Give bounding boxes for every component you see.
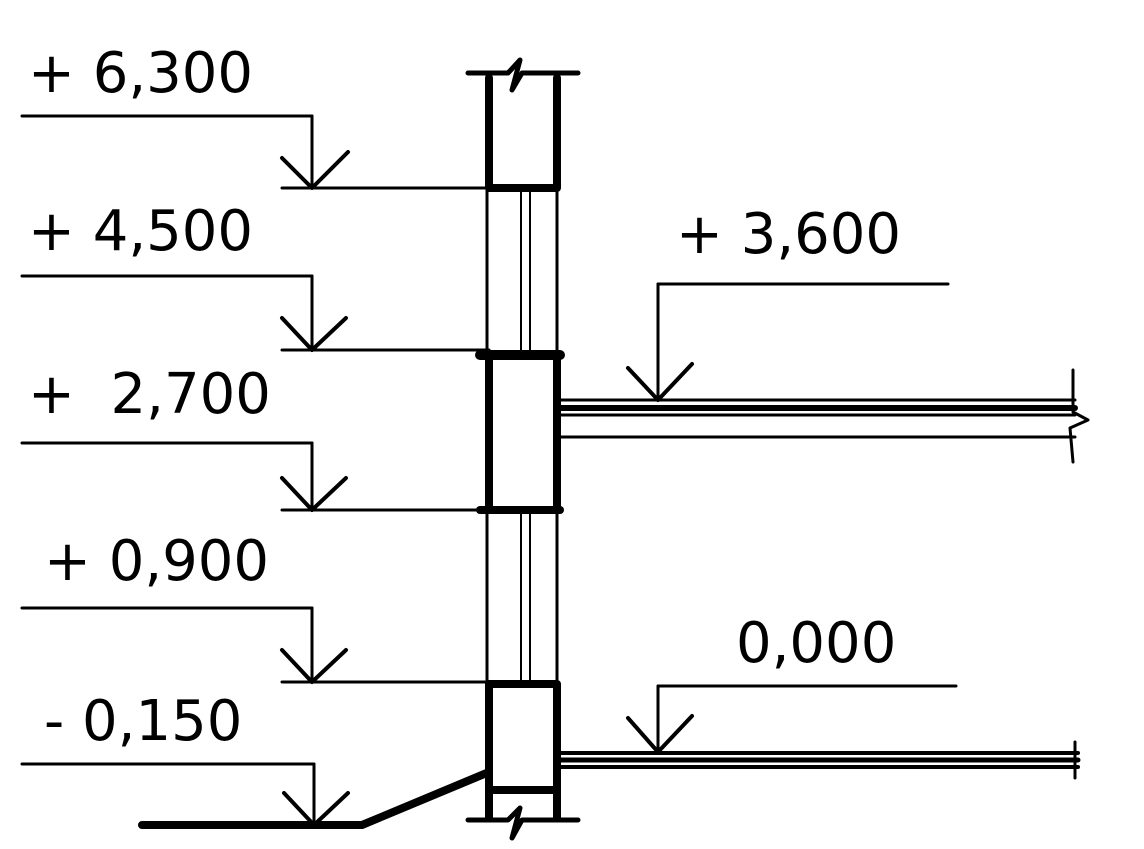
sill-block <box>485 680 561 822</box>
elevation-label-0900: + 0,900 <box>44 529 269 594</box>
elevation-mark-0000: 0,000 <box>626 611 958 754</box>
elevation-label-0000: 0,000 <box>736 611 896 676</box>
lintel-block <box>485 351 561 514</box>
elevation-label-3600: + 3,600 <box>676 202 901 267</box>
elevation-label-4500: + 4,500 <box>28 199 253 264</box>
wall-top-break <box>465 57 581 93</box>
elevation-arrow-0000 <box>626 714 694 754</box>
elevation-mark-neg0150: - 0,150 <box>20 689 350 827</box>
elevation-mark-6300: + 6,300 <box>20 41 491 190</box>
wall-pier-top <box>485 74 561 192</box>
elevation-mark-0900: + 0,900 <box>20 529 491 684</box>
elevation-arrow-4500 <box>280 316 348 352</box>
exterior-ground <box>138 768 493 829</box>
elevation-label-neg0150: - 0,150 <box>44 689 242 754</box>
slab-upper-break <box>1068 368 1090 464</box>
elevation-label-6300: + 6,300 <box>28 41 253 106</box>
elevation-arrow-neg0150 <box>282 791 350 827</box>
elevation-mark-4500: + 4,500 <box>20 199 491 352</box>
elevation-arrow-6300 <box>280 150 350 190</box>
elevation-label-2700: + 2,700 <box>28 362 271 427</box>
ground-line <box>138 768 493 829</box>
elevation-mark-2700: + 2,700 <box>20 362 491 512</box>
elevation-arrow-0900 <box>280 648 348 684</box>
elevation-arrow-3600 <box>626 362 694 402</box>
elevation-mark-3600: + 3,600 <box>626 202 950 402</box>
wall-section <box>465 57 581 841</box>
wall-bottom-break <box>465 805 581 841</box>
floor-slabs <box>557 368 1090 780</box>
elevation-arrow-2700 <box>280 476 348 512</box>
